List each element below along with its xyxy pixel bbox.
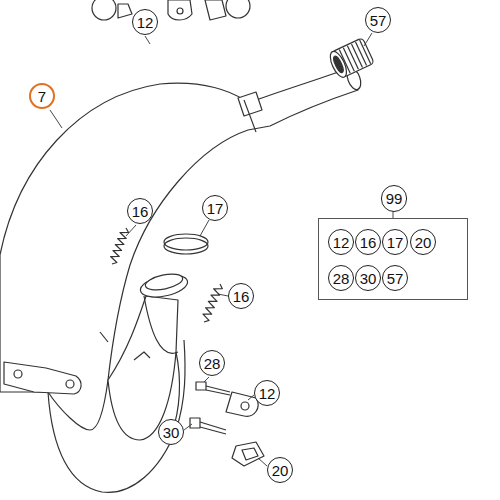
callout-number: 30 bbox=[355, 265, 381, 291]
callout-number: 57 bbox=[365, 7, 391, 33]
kit-number: 99 bbox=[381, 185, 408, 212]
callout-number: 20 bbox=[410, 229, 436, 255]
callout-text: 20 bbox=[272, 463, 289, 478]
callout-number: 12 bbox=[254, 380, 280, 406]
callout-text: 57 bbox=[387, 271, 404, 286]
callout-number: 16 bbox=[228, 283, 254, 309]
clip-nut bbox=[232, 442, 264, 466]
callout-text: 30 bbox=[360, 271, 377, 286]
callout-text: 28 bbox=[333, 271, 350, 286]
bracket-clamp bbox=[226, 392, 258, 416]
o-ring bbox=[164, 234, 208, 250]
callout-number: 16 bbox=[127, 198, 153, 224]
callout-number: 57 bbox=[382, 265, 408, 291]
callout-text: 12 bbox=[333, 235, 350, 250]
callout-number: 12 bbox=[328, 229, 354, 255]
callout-number: 28 bbox=[199, 350, 225, 376]
callout-text: 16 bbox=[132, 204, 149, 219]
callout-number: 28 bbox=[328, 265, 354, 291]
callout-number: 7 bbox=[29, 83, 55, 109]
callout-text: 16 bbox=[233, 289, 250, 304]
kit-box: 9912161720283057 bbox=[318, 218, 468, 300]
callout-number: 16 bbox=[355, 229, 381, 255]
callout-text: 20 bbox=[415, 235, 432, 250]
callout-text: 30 bbox=[163, 425, 180, 440]
callout-text: 57 bbox=[370, 13, 387, 28]
callout-text: 12 bbox=[259, 386, 276, 401]
callout-text: 12 bbox=[137, 15, 154, 30]
top-parts bbox=[92, 0, 250, 20]
rubber-sleeve bbox=[327, 38, 374, 80]
bolt bbox=[196, 382, 230, 395]
callout-number: 20 bbox=[267, 457, 293, 483]
callout-number: 17 bbox=[382, 229, 408, 255]
callout-text: 17 bbox=[207, 201, 224, 216]
springs bbox=[111, 228, 223, 322]
callout-text: 28 bbox=[204, 356, 221, 371]
callout-number: 17 bbox=[202, 195, 228, 221]
mount-bracket bbox=[4, 362, 81, 394]
bolt bbox=[190, 418, 226, 434]
callout-text: 17 bbox=[387, 235, 404, 250]
callout-text: 7 bbox=[38, 89, 46, 104]
callout-number: 12 bbox=[132, 9, 158, 35]
callout-number: 30 bbox=[158, 419, 184, 445]
callout-text: 16 bbox=[360, 235, 377, 250]
